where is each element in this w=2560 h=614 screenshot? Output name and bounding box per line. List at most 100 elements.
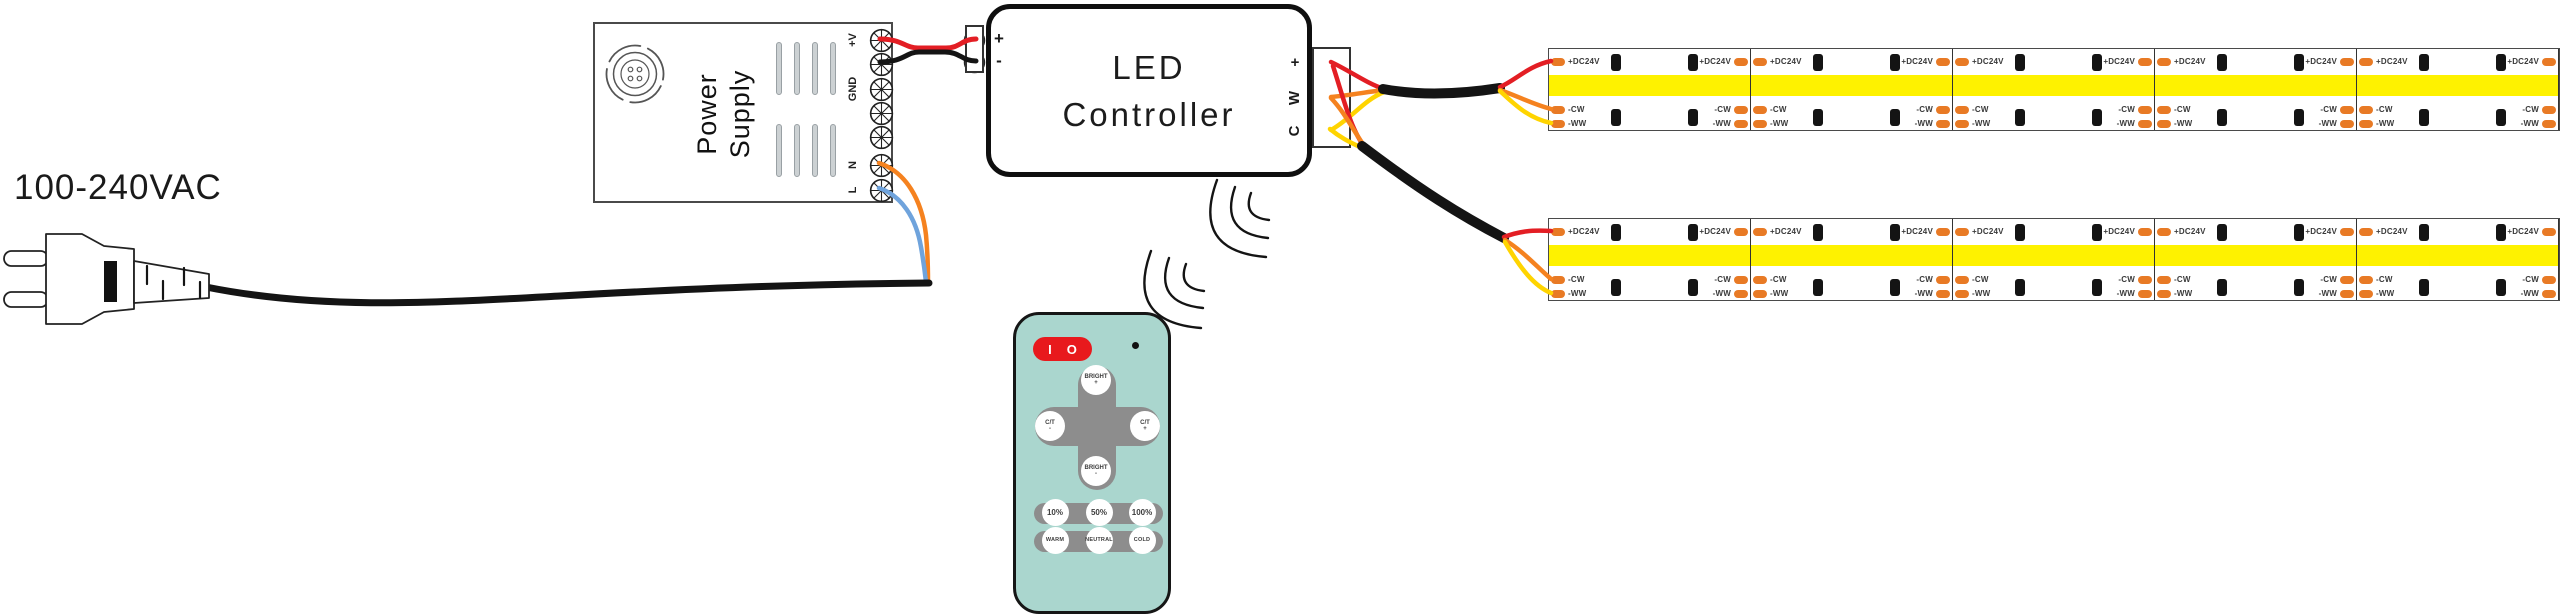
brightness-button-10pct: 10% [1041,498,1069,526]
pad-label: +DC24V [1699,227,1731,236]
smd-component [1611,279,1621,296]
vent-slot [776,124,782,177]
pad-label: -WW [2520,289,2539,298]
input-terminal-label: - [996,51,1002,70]
solder-pad [2340,276,2354,284]
brightness-button-50pct: 50% [1085,498,1113,526]
cob-led-band [2155,75,2356,96]
smd-component [2092,54,2102,71]
smd-component [2496,279,2506,296]
solder-pad [1551,58,1565,66]
solder-pad [2359,106,2373,114]
vent-slot [794,42,800,95]
power-on-label: I [1048,341,1052,357]
strip-segment: +DC24V+DC24V-CW-CW-WW-WW [1549,49,1751,130]
solder-pad [2542,290,2556,298]
solder-pad [2542,58,2556,66]
solder-pad [2157,106,2171,114]
pad-label: -CW [2320,105,2337,114]
vent-slot [794,124,800,177]
strip-segment: +DC24V+DC24V-CW-CW-WW-WW [2155,49,2357,130]
terminal-label-gnd: GND [847,76,859,102]
solder-pad [1936,276,1950,284]
smd-component [1890,109,1900,126]
pad-label: +DC24V [1699,57,1731,66]
smd-component [1688,224,1698,241]
solder-pad [1734,120,1748,128]
solder-pad [1753,120,1767,128]
pad-label: +DC24V [2174,57,2206,66]
pad-label: -WW [1770,119,1789,128]
temperature-button-warm: WARM [1041,526,1069,554]
solder-pad [2359,58,2373,66]
cob-led-band [1751,75,1952,96]
temperature-button-cold: COLD [1128,526,1156,554]
smd-component [2294,279,2304,296]
dc-input-wires [877,36,979,65]
pad-label: +DC24V [2305,227,2337,236]
controller-output-terminal-block [1312,47,1351,148]
smd-component [1688,279,1698,296]
strip-segment: +DC24V+DC24V-CW-CW-WW-WW [2357,219,2559,300]
remote-control: I O BRIGHT+C/T-C/T+BRIGHT-10%50%100%WARM… [1013,312,1171,614]
vent-slot [776,42,782,95]
smd-component [2419,54,2429,71]
solder-pad [1955,58,1969,66]
solder-pad [1551,106,1565,114]
solder-pad [1734,58,1748,66]
controller-title-line1: LED [1112,48,1186,86]
solder-pad [2138,106,2152,114]
pad-label: -WW [2520,119,2539,128]
strip-segment: +DC24V+DC24V-CW-CW-WW-WW [1549,219,1751,300]
screw-terminal-icon [869,153,894,178]
pad-label: -WW [1914,289,1933,298]
solder-pad [2340,58,2354,66]
solder-pad [1753,228,1767,236]
solder-pad [1753,290,1767,298]
smd-component [2092,224,2102,241]
solder-pad [2340,228,2354,236]
solder-pad [2542,228,2556,236]
ac-socket-icon [602,41,668,107]
ac-plug-icon [3,233,210,325]
solder-pad [1734,276,1748,284]
cob-led-band [1549,245,1750,266]
cob-led-band [2357,75,2558,96]
pad-label: -CW [1972,275,1989,284]
pad-label: +DC24V [2507,227,2539,236]
solder-pad [1551,120,1565,128]
pad-label: -WW [2174,289,2193,298]
pad-label: -CW [2174,105,2191,114]
pad-label: +DC24V [1972,227,2004,236]
pad-label: -WW [1568,289,1587,298]
solder-pad [1955,276,1969,284]
pad-label: -WW [2116,289,2135,298]
smd-component [2092,109,2102,126]
smd-component [2015,109,2025,126]
smd-component [1813,224,1823,241]
pad-label: -CW [1916,275,1933,284]
strip-segment: +DC24V+DC24V-CW-CW-WW-WW [1953,219,2155,300]
cob-led-band [1751,245,1952,266]
solder-pad [1936,290,1950,298]
solder-pad [1734,106,1748,114]
cable-bundle-1 [1378,83,1505,99]
pad-label: -CW [2174,275,2191,284]
power-supply-title: Power Supply [692,69,755,159]
pad-label: -CW [1916,105,1933,114]
solder-pad [2340,290,2354,298]
pad-label: -WW [1972,289,1991,298]
cable-bundle-2 [1357,141,1509,243]
smd-component [1611,224,1621,241]
terminal-label-l: L [847,186,859,194]
strip-segment: +DC24V+DC24V-CW-CW-WW-WW [1953,49,2155,130]
screw-terminal-icon [869,178,894,203]
pad-label: -CW [1714,105,1731,114]
pad-label: +DC24V [1568,227,1600,236]
pad-label: +DC24V [1901,57,1933,66]
solder-pad [1955,290,1969,298]
smd-component [1890,54,1900,71]
output-terminal-label: W [1286,90,1303,105]
solder-pad [2359,228,2373,236]
